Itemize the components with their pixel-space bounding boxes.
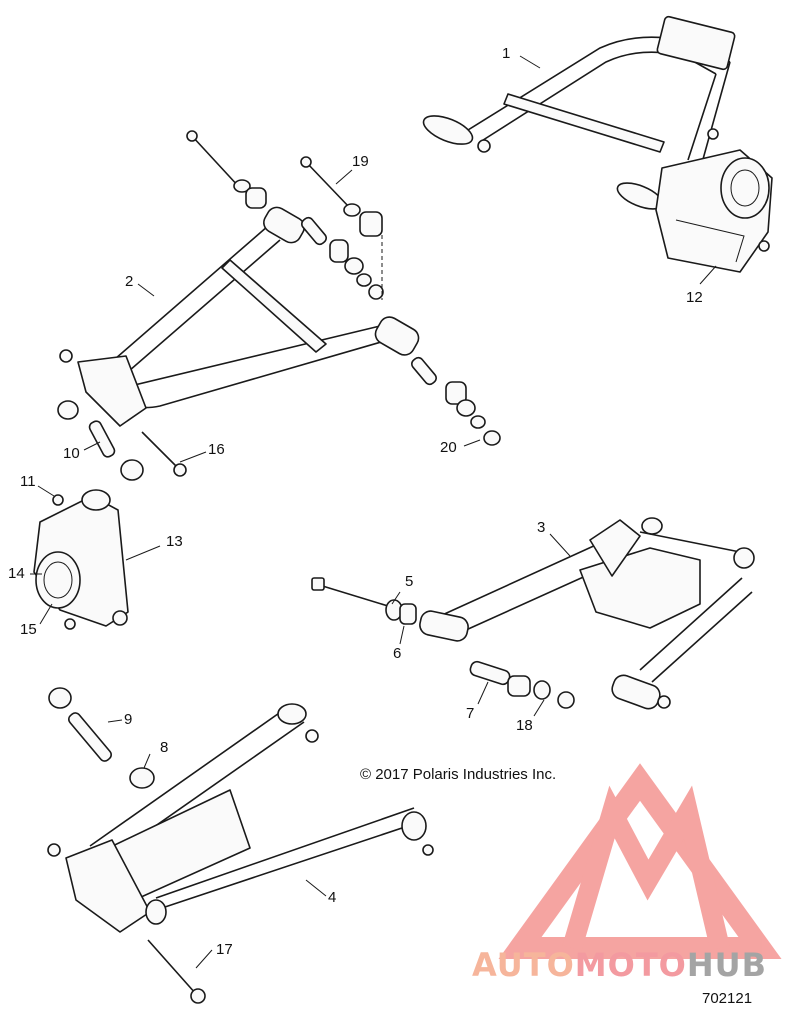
callout-11: 11	[20, 473, 36, 490]
copyright-notice: © 2017 Polaris Industries Inc.	[360, 766, 557, 783]
callout-14: 14	[8, 565, 25, 582]
callout-15: 15	[20, 621, 37, 638]
hub-knuckle-part-13	[33, 489, 129, 630]
callout-16: 16	[208, 441, 225, 458]
callout-13: 13	[166, 533, 183, 550]
callout-20: 20	[440, 439, 457, 456]
diagram-number: 702121	[702, 990, 753, 1007]
bearing-carrier-part-12	[655, 149, 773, 273]
callout-3: 3	[537, 519, 546, 536]
a-arm-part-2	[77, 206, 420, 427]
control-arm-part-3	[311, 517, 755, 710]
fasteners-group-part-2	[57, 130, 501, 481]
upper-control-arm-part-1	[422, 15, 736, 213]
callout-12: 12	[686, 289, 703, 306]
callout-9: 9	[124, 711, 133, 728]
callout-6: 6	[393, 645, 402, 662]
callout-8: 8	[160, 739, 169, 756]
watermark-text: AUTOMOTOHUB	[472, 946, 767, 984]
watermark-moto: MOTO	[574, 946, 687, 984]
watermark-logo	[498, 763, 782, 959]
watermark-auto: AUTO	[472, 946, 575, 984]
callout-4: 4	[328, 889, 337, 906]
callout-17: 17	[216, 941, 233, 958]
lower-a-arm-part-4	[47, 687, 434, 1004]
callout-5: 5	[405, 573, 414, 590]
callout-19: 19	[352, 153, 369, 170]
callout-1: 1	[502, 45, 511, 62]
callout-leaders	[30, 55, 717, 969]
callout-18: 18	[516, 717, 533, 734]
callout-10: 10	[63, 445, 80, 462]
callout-7: 7	[466, 705, 475, 722]
watermark-hub: HUB	[686, 946, 768, 984]
callout-2: 2	[125, 273, 134, 290]
